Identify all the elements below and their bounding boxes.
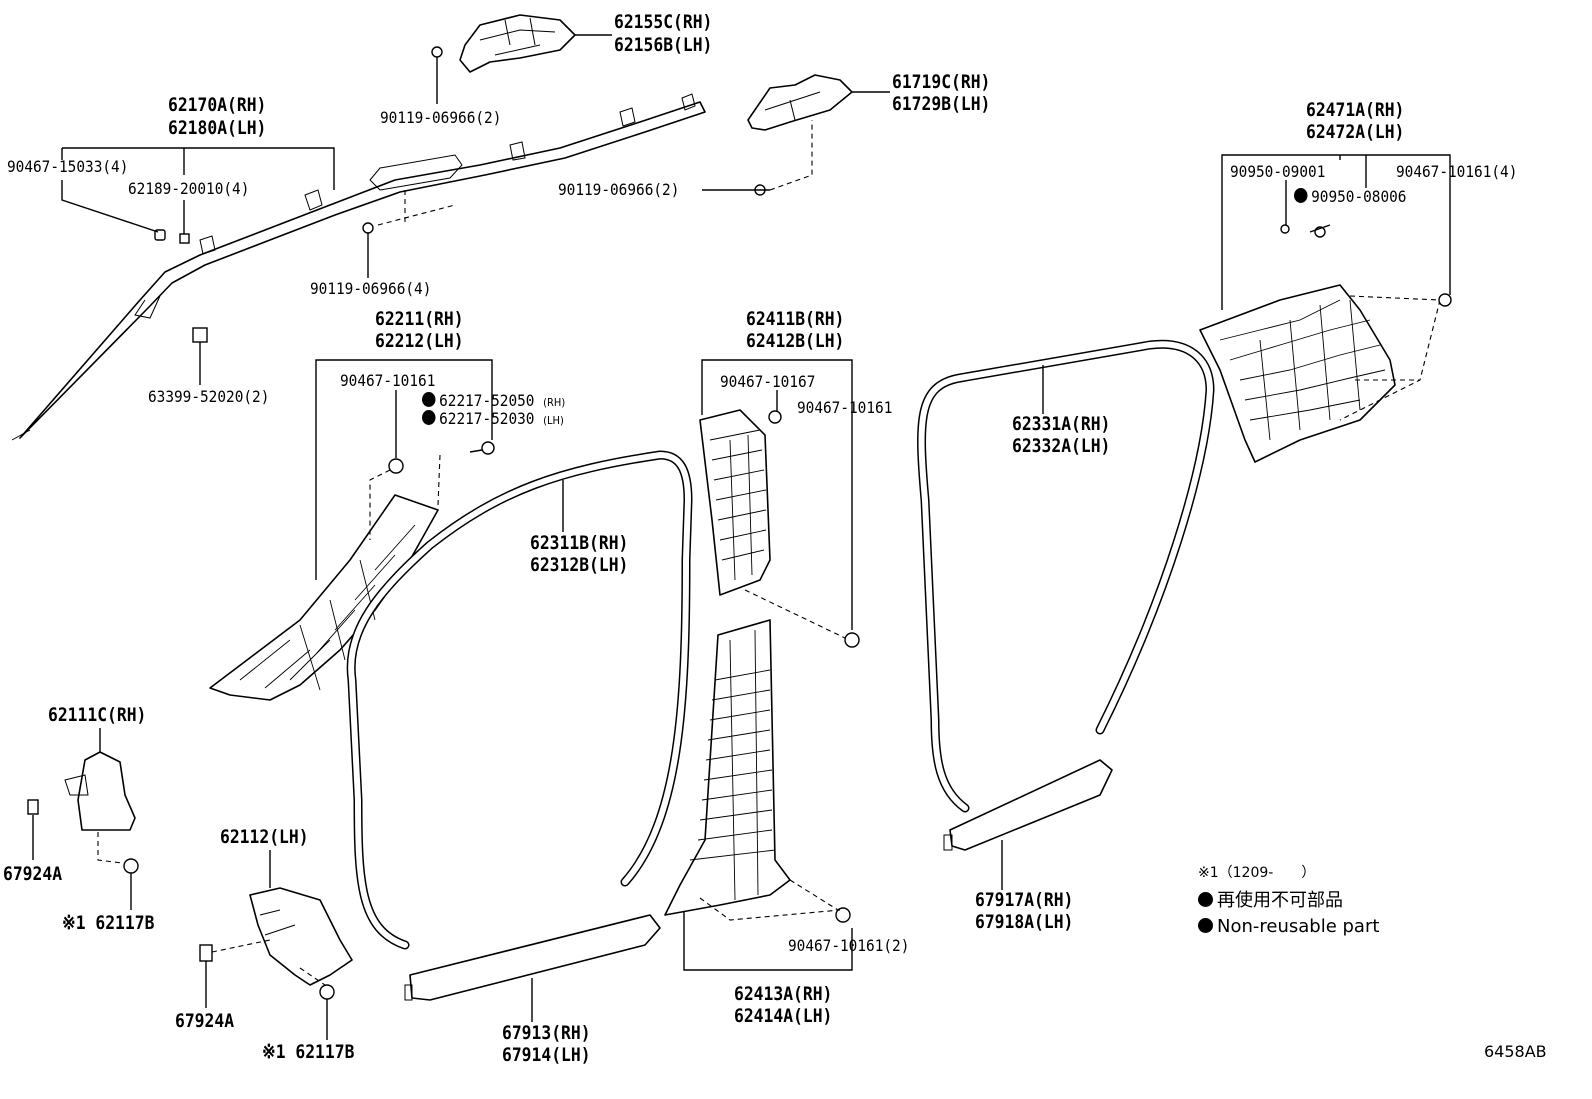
part-62411b-b-pillar-upper bbox=[699, 409, 771, 596]
label-90467-10161-b: 90467-10161 bbox=[797, 398, 893, 417]
label-67913: 67913(RH) bbox=[502, 1022, 591, 1044]
label-67918a: 67918A(LH) bbox=[975, 911, 1074, 933]
bolt-90119-c bbox=[362, 222, 374, 240]
bolt-90119-b bbox=[752, 184, 770, 196]
label-90119-06966-b: 90119-06966(2) bbox=[558, 180, 680, 199]
clip-63399-52020 bbox=[192, 327, 208, 352]
label-62412b: 62412B(LH) bbox=[746, 330, 845, 352]
label-62312b: 62312B(LH) bbox=[530, 554, 629, 576]
label-62413a: 62413A(RH) bbox=[734, 983, 833, 1005]
label-62117b-a: ※1 62117B bbox=[62, 912, 155, 934]
label-62155c: 62155C(RH) bbox=[614, 11, 713, 33]
label-62331a: 62331A(RH) bbox=[1012, 413, 1111, 435]
label-62170a: 62170A(RH) bbox=[168, 94, 267, 116]
label-62217-52050: 62217-52050 (RH) bbox=[422, 392, 565, 409]
nonreusable-dot-icon bbox=[1198, 918, 1213, 933]
leader-lines bbox=[32, 34, 1451, 1040]
nonreusable-dot-icon bbox=[422, 392, 436, 407]
part-62331a-weatherstrip bbox=[917, 339, 1215, 813]
clip-62217 bbox=[469, 441, 495, 455]
label-62212: 62212(LH) bbox=[375, 330, 464, 352]
label-62311b: 62311B(RH) bbox=[530, 532, 629, 554]
label-90950-08006: 90950-08006 bbox=[1294, 188, 1406, 205]
label-90119-06966-c: 90119-06966(4) bbox=[310, 279, 432, 298]
part-62112-cowl-trim bbox=[249, 887, 353, 986]
part-67917a-scuff-plate bbox=[943, 759, 1113, 851]
part-62211-a-pillar bbox=[209, 494, 439, 701]
label-62156b: 62156B(LH) bbox=[614, 34, 713, 56]
label-62180a: 62180A(LH) bbox=[168, 117, 267, 139]
part-62311b-weatherstrip bbox=[346, 450, 693, 950]
label-62414a: 62414A(LH) bbox=[734, 1005, 833, 1027]
label-62111c: 62111C(RH) bbox=[48, 704, 147, 726]
clip-62117b-a bbox=[123, 858, 139, 874]
clip-90950-09001 bbox=[1280, 224, 1290, 234]
clip-90467-10161-a bbox=[388, 458, 404, 474]
clip-90467-10167 bbox=[768, 410, 782, 424]
clip-62189-20010 bbox=[179, 233, 190, 244]
label-62472a: 62472A(LH) bbox=[1306, 121, 1405, 143]
legend-nonreusable-en: Non-reusable part bbox=[1198, 918, 1379, 936]
label-62411b: 62411B(RH) bbox=[746, 308, 845, 330]
diagram-id: 6458AB bbox=[1484, 1042, 1547, 1061]
label-67914: 67914(LH) bbox=[502, 1044, 591, 1066]
label-90467-10161-a: 90467-10161 bbox=[340, 371, 436, 390]
part-62471a-quarter-trim bbox=[1199, 284, 1441, 463]
part-62170a-rail bbox=[11, 93, 706, 441]
label-62332a: 62332A(LH) bbox=[1012, 435, 1111, 457]
label-63399-52020: 63399-52020(2) bbox=[148, 387, 270, 406]
bolt-90119-a bbox=[431, 46, 443, 68]
part-62111c-cowl-trim bbox=[64, 751, 136, 831]
label-67924a-b: 67924A bbox=[175, 1010, 235, 1032]
label-62217-52030: 62217-52030 (LH) bbox=[422, 410, 564, 427]
label-90467-10161-2: 90467-10161(2) bbox=[788, 936, 910, 955]
nonreusable-dot-icon bbox=[422, 410, 436, 425]
label-62471a: 62471A(RH) bbox=[1306, 99, 1405, 121]
label-90467-10161-4: 90467-10161(4) bbox=[1396, 162, 1518, 181]
clip-67924a-a bbox=[27, 799, 39, 815]
part-62155c-bracket bbox=[459, 14, 576, 73]
label-90467-15033: 90467-15033(4) bbox=[7, 157, 129, 176]
nonreusable-dot-icon bbox=[1198, 892, 1213, 907]
label-62112: 62112(LH) bbox=[220, 826, 309, 848]
nonreusable-dot-icon bbox=[1294, 188, 1308, 203]
legend-nonreusable-ja: 再使用不可部品 bbox=[1198, 892, 1343, 910]
clip-90467-10161-b bbox=[844, 632, 860, 648]
legend-note: ※1（1209- ） bbox=[1198, 865, 1316, 881]
label-90467-10167: 90467-10167 bbox=[720, 372, 816, 391]
label-61719c: 61719C(RH) bbox=[892, 71, 991, 93]
label-67924a-a: 67924A bbox=[3, 863, 63, 885]
label-62211: 62211(RH) bbox=[375, 308, 464, 330]
label-67917a: 67917A(RH) bbox=[975, 889, 1074, 911]
clip-90467-10161-4 bbox=[1438, 293, 1452, 307]
label-62117b-b: ※1 62117B bbox=[262, 1041, 355, 1063]
label-90950-09001: 90950-09001 bbox=[1230, 162, 1326, 181]
label-62189-20010: 62189-20010(4) bbox=[128, 179, 250, 198]
clip-90467-10161-2 bbox=[835, 907, 851, 923]
part-67913-scuff-plate bbox=[404, 914, 661, 1001]
part-62413a-b-pillar-lower bbox=[664, 619, 791, 916]
label-61729b: 61729B(LH) bbox=[892, 93, 991, 115]
clip-67924a-b bbox=[199, 944, 213, 962]
clip-62117b-b bbox=[319, 984, 335, 1000]
part-61719c-bracket bbox=[747, 74, 853, 131]
label-90119-06966-a: 90119-06966(2) bbox=[380, 108, 502, 127]
